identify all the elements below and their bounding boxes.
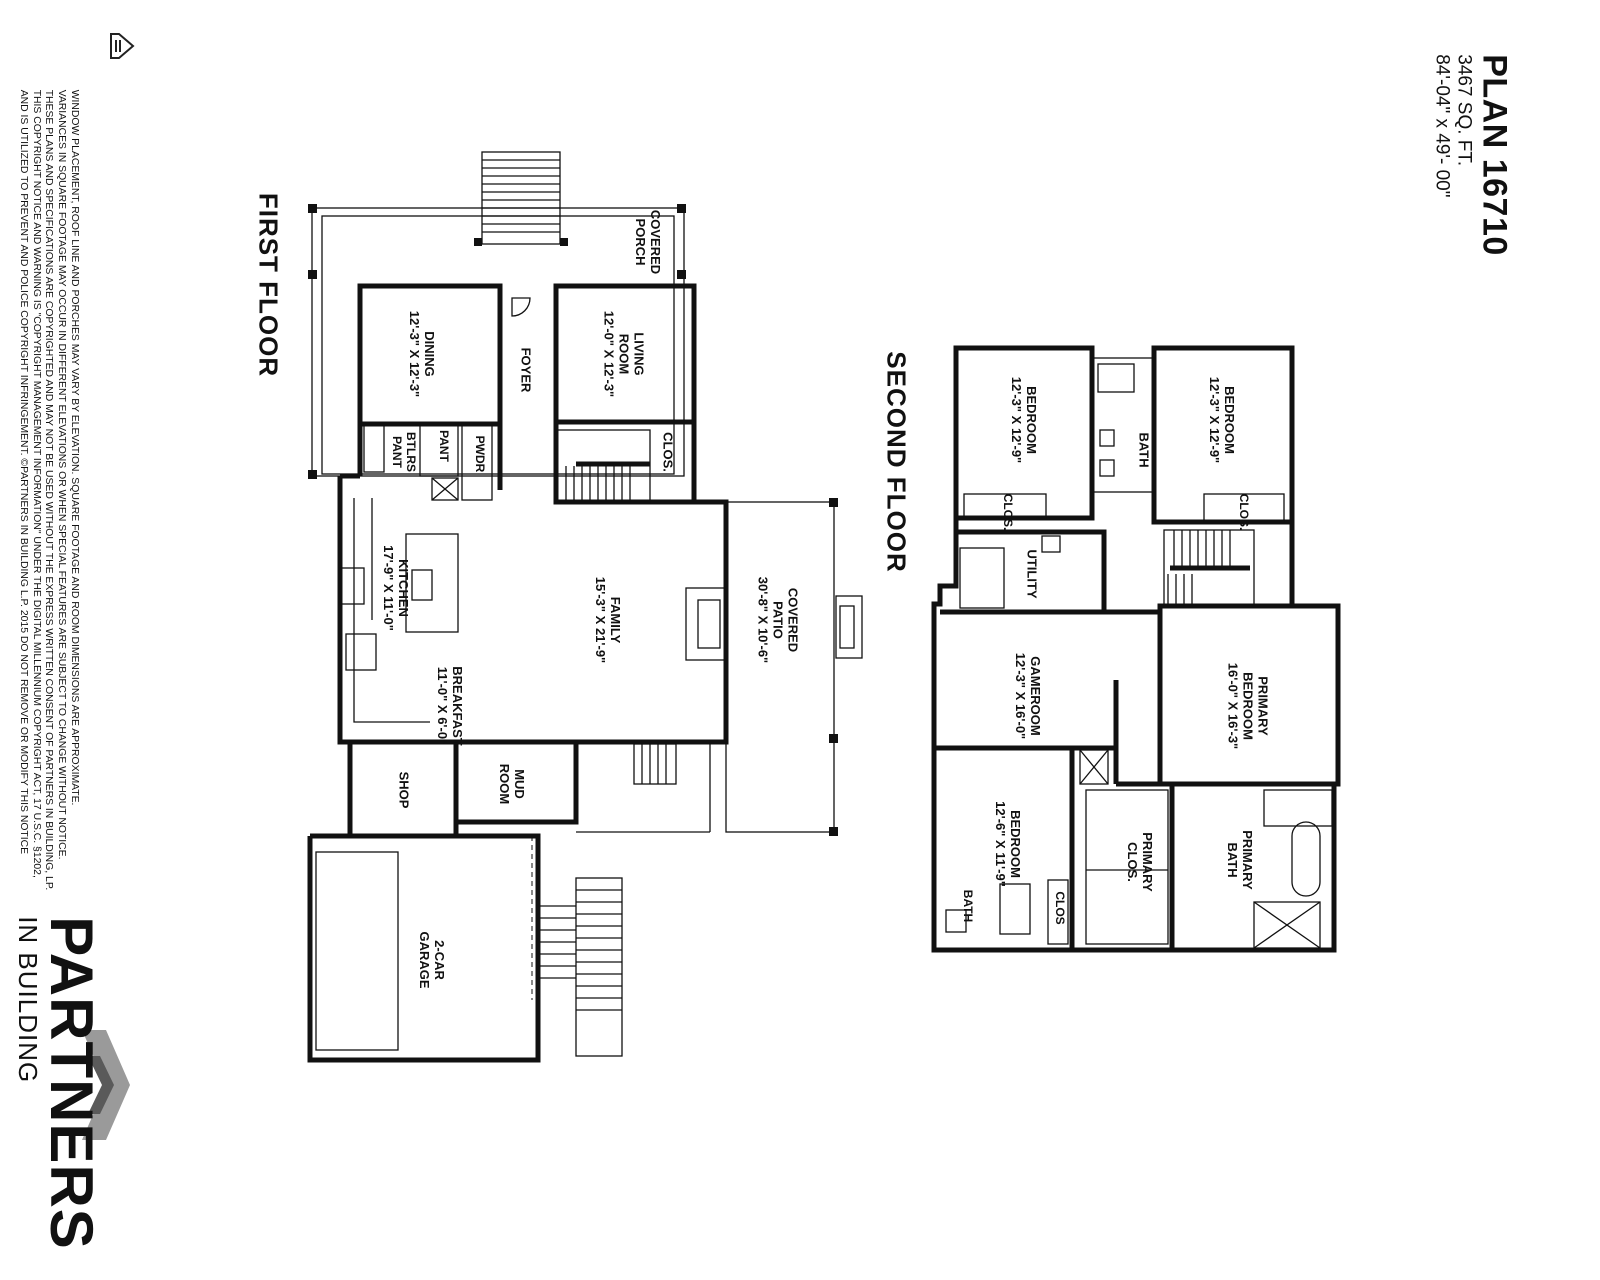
room-label-bath-c: BATH xyxy=(961,890,975,922)
porch-stairs xyxy=(482,159,560,233)
room-label-clos-b: CLOS. xyxy=(1237,494,1251,531)
room-label-utility: UTILITY xyxy=(1024,549,1039,598)
room-label-clos-c: CLOS xyxy=(1053,891,1067,924)
first-floor-stairs xyxy=(565,461,650,502)
room-label-covered-porch: COVEREDPORCH xyxy=(633,210,663,274)
room-label-shop: SHOP xyxy=(396,772,411,809)
room-label-bedroom-b: BEDROOM12'-3" X 12'-9" xyxy=(1207,377,1237,463)
room-label-primary-bedroom: PRIMARYBEDROOM16'-0" X 16'-3" xyxy=(1225,663,1270,749)
room-label-clos: CLOS. xyxy=(660,432,675,472)
room-label-gameroom: GAMEROOM12'-3" X 16'-0" xyxy=(1013,653,1043,739)
second-floor-plan xyxy=(931,345,1341,953)
garage-stairs xyxy=(540,889,622,1011)
room-label-garage: 2-CARGARAGE xyxy=(417,931,447,988)
room-label-bedroom-a: BEDROOM12'-3" X 12'-9" xyxy=(1009,377,1039,463)
room-label-family: FAMILY15'-3" X 21'-9" xyxy=(593,577,623,663)
equal-housing-icon xyxy=(110,33,135,59)
patio-stairs xyxy=(641,744,667,784)
first-floor-plan xyxy=(307,151,863,1063)
room-label-bath: BATH xyxy=(1136,432,1151,467)
room-label-patio: COVEREDPATIO30'-8" X 10'-6" xyxy=(755,577,800,663)
room-label-btlrs: BTLRSPANT xyxy=(390,432,418,472)
room-label-bedroom-c: BEDROOM12'-6" X 11'-9" xyxy=(993,801,1023,887)
second-floor-stairs xyxy=(1167,530,1250,606)
room-label-kitchen: KITCHEN17'-9" X 11'-0" xyxy=(381,545,411,631)
room-label-primary-clos: PRIMARYCLOS. xyxy=(1125,832,1155,892)
room-label-clos-a: CLOS. xyxy=(1001,494,1015,531)
room-label-pwdr: PWDR xyxy=(473,436,487,473)
room-label-dining: DINING12'-3" X 12'-3" xyxy=(407,311,437,397)
room-label-living: LIVINGROOM12'-0" X 12'-3" xyxy=(601,311,646,397)
room-label-primary-bath: PRIMARYBATH xyxy=(1225,830,1255,890)
partners-chevron-icon xyxy=(82,1030,130,1140)
room-label-breakfast: BREAKFAST11'-0" X 6'-0" xyxy=(435,666,465,746)
room-labels: COVEREDPORCH DINING12'-3" X 12'-3" LIVINGR… xyxy=(381,210,1270,989)
room-label-pant: PANT xyxy=(437,430,451,462)
room-label-mud: MUDROOM xyxy=(497,764,527,804)
room-label-foyer: FOYER xyxy=(518,348,533,393)
